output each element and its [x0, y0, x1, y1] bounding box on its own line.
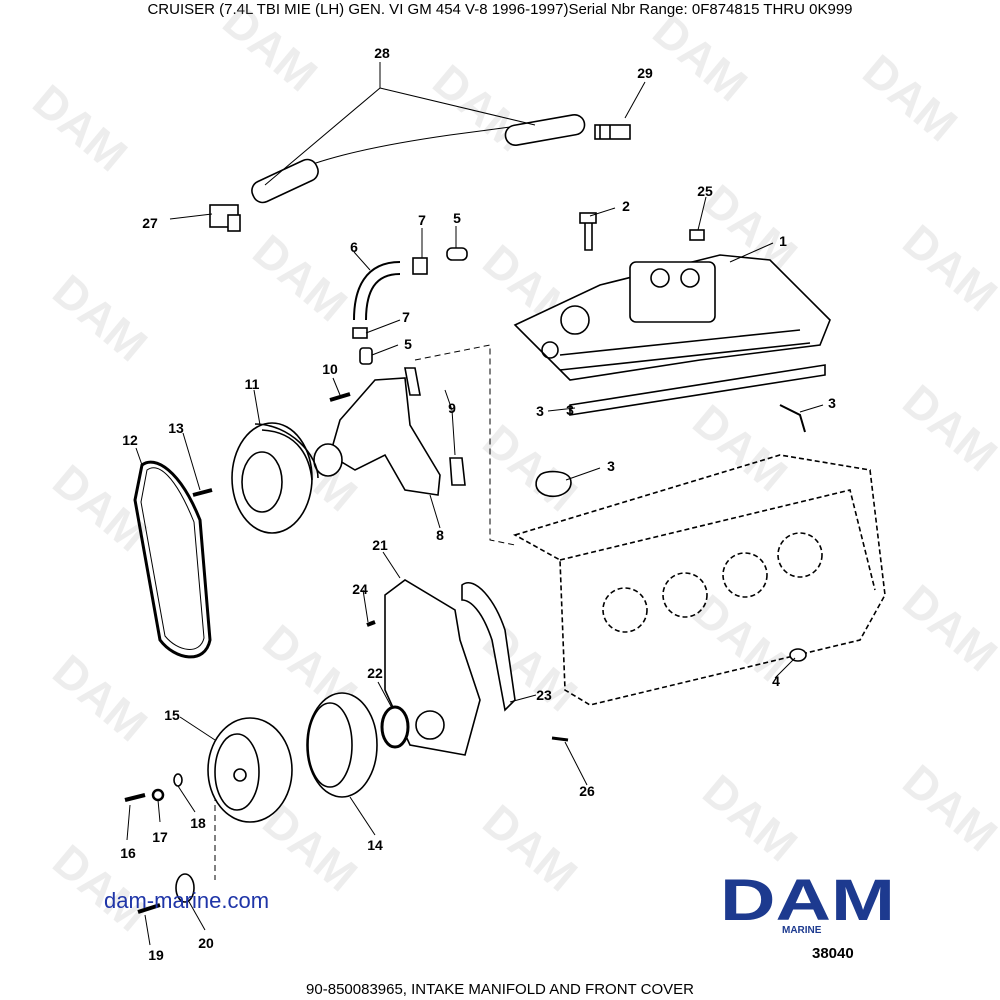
callout-label: 22: [367, 665, 383, 681]
washer-part-18: [173, 773, 183, 787]
watermark-text: DAM: [23, 74, 137, 181]
callout-label: 3: [566, 402, 574, 418]
logo-lettering: DAM: [720, 872, 895, 927]
dashed-leader-block: [214, 344, 516, 880]
plug-part-25: [689, 229, 705, 241]
bolt-part-2: [579, 212, 597, 251]
callout-label: 23: [536, 687, 552, 703]
page-footer-caption: 90-850083965, INTAKE MANIFOLD AND FRONT …: [306, 981, 694, 998]
bolt-part-16: [124, 793, 146, 802]
watermark-text: DAM: [43, 644, 157, 751]
watermark-text: DAM: [683, 394, 797, 501]
watermark-text: DAM: [893, 214, 1000, 321]
callout-label: 18: [190, 815, 206, 831]
gasket-part-3: [535, 364, 826, 497]
callout-label: 28: [374, 45, 390, 61]
callout-label: 24: [352, 581, 368, 597]
elbow-fitting-part-27: [209, 204, 241, 232]
callout-label: 25: [697, 183, 713, 199]
callout-label: 3: [607, 458, 615, 474]
parts-drawing: [124, 113, 886, 914]
watermark-text: DAM: [43, 264, 157, 371]
callout-label: 3: [536, 403, 544, 419]
callout-label: 7: [402, 309, 410, 325]
callout-label: 12: [122, 432, 138, 448]
callout-label: 7: [418, 212, 426, 228]
intake-manifold-part-1: [513, 254, 831, 381]
watermark-text: DAM: [243, 224, 357, 331]
watermark-text: DAM: [893, 754, 1000, 861]
callout-label: 5: [404, 336, 412, 352]
bolt-part-24: [366, 620, 376, 627]
watermark-text: DAM: [643, 4, 757, 111]
washer-part-20: [175, 873, 195, 903]
callout-label: 17: [152, 829, 168, 845]
water-pump-pulley-part-11: [231, 422, 319, 534]
callout-label: 20: [198, 935, 214, 951]
callout-label: 2: [622, 198, 630, 214]
dam-marine-logo: DAM: [720, 872, 895, 927]
callout-label: 14: [367, 837, 383, 853]
website-link[interactable]: dam-marine.com: [104, 888, 270, 913]
watermark-text: DAM: [683, 584, 797, 691]
fitting-part-5: [359, 247, 468, 365]
bolt-part-13: [192, 488, 213, 497]
callout-label: 27: [142, 215, 158, 231]
callout-label: 29: [637, 65, 653, 81]
callout-leader-lines: [126, 62, 824, 946]
logo-subtext: MARINE: [782, 925, 822, 936]
callout-label: 16: [120, 845, 136, 861]
hose-assembly-part-28: [251, 113, 586, 204]
fitting-part-29: [594, 124, 631, 140]
harmonic-balancer-part-14: [306, 692, 378, 798]
drive-belt-part-12: [133, 460, 212, 659]
bypass-hose-part-6: [353, 261, 401, 321]
bolt-part-19: [137, 903, 161, 914]
oil-seal-part-22: [380, 705, 410, 749]
callout-label: 11: [245, 376, 260, 392]
plug-part-4: [789, 648, 807, 662]
watermark-text: DAM: [693, 764, 807, 871]
callout-label: 6: [350, 239, 358, 255]
diagram-number: 38040: [812, 945, 854, 962]
callout-label: 8: [436, 527, 444, 543]
callout-label: 19: [148, 947, 164, 963]
callout-label: 3: [828, 395, 836, 411]
callout-label: 26: [579, 783, 595, 799]
callout-label: 10: [322, 361, 338, 377]
callout-label: 9: [448, 400, 456, 416]
watermark-text: DAM: [893, 374, 1000, 481]
watermark-text: DAM: [213, 0, 327, 101]
lockwasher-part-17: [151, 788, 165, 802]
bolt-part-10: [329, 392, 351, 402]
callout-label: 13: [168, 420, 184, 436]
callout-label: 1: [779, 233, 787, 249]
gasket-part-9: [404, 367, 466, 486]
engine-block-outline: [512, 454, 886, 706]
watermark-text: DAM: [473, 794, 587, 901]
dowel-pin-part-26: [551, 736, 569, 742]
cover-gasket-part-23: [461, 582, 516, 712]
callout-label: 4: [772, 673, 780, 689]
callout-label: 5: [453, 210, 461, 226]
page-header-title: CRUISER (7.4L TBI MIE (LH) GEN. VI GM 45…: [147, 1, 853, 18]
watermark-text: DAM: [893, 574, 1000, 681]
callout-label: 21: [372, 537, 388, 553]
crankshaft-pulley-part-15: [207, 717, 293, 823]
callout-label: 15: [164, 707, 180, 723]
watermark-text: DAM: [853, 44, 967, 151]
